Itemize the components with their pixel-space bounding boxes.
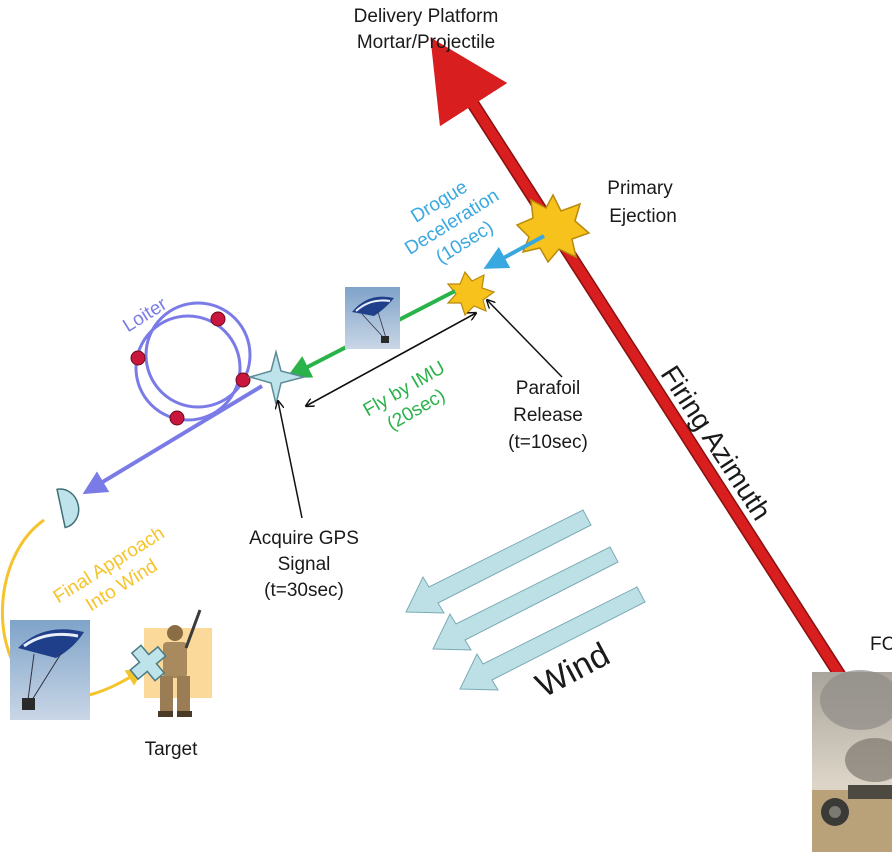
parafoil-photo (345, 287, 400, 349)
gps-label-line1: Acquire GPS (249, 528, 359, 549)
approach-arrow (82, 384, 264, 495)
parafoil-callout-line (487, 300, 563, 378)
loiter-pattern (130, 301, 252, 426)
platform-label-line1: Delivery Platform (354, 6, 499, 27)
explosion-icon (515, 193, 591, 264)
four-point-star-icon (247, 349, 307, 405)
waypoint-dot (210, 311, 226, 327)
parafoil-photo (10, 620, 90, 720)
gps-label-line2: Signal (278, 554, 331, 575)
gps-callout-line (278, 401, 303, 519)
edge-label: FC (870, 634, 892, 655)
wind-arrows (405, 509, 646, 691)
drogue-arrow (483, 234, 545, 269)
gps-label-line3: (t=30sec) (264, 580, 344, 601)
loiter-label: Loiter (119, 293, 171, 336)
parafoil-release-label-line2: Release (513, 405, 583, 426)
waypoint-dot (169, 410, 185, 426)
firing-azimuth-line (430, 37, 851, 687)
parafoil-release-label-line3: (t=10sec) (508, 432, 588, 453)
platform-label-line2: Mortar/Projectile (357, 32, 495, 53)
fly-by-imu-callout-line (306, 312, 477, 406)
half-dome-parachute-icon (56, 488, 80, 529)
explosion-icon (446, 270, 496, 317)
waypoint-dot (130, 350, 146, 366)
waypoint-dot (235, 372, 251, 388)
target-label: Target (145, 739, 199, 760)
primary-ejection-label-line1: Primary (607, 178, 673, 199)
firing-azimuth-label: Firing Azimuth (655, 360, 778, 526)
primary-ejection-label-line2: Ejection (609, 206, 677, 227)
parafoil-release-label-line1: Parafoil (516, 378, 580, 399)
cross-marker-icon (129, 644, 167, 682)
soldier-icon (144, 609, 212, 717)
howitzer-photo (812, 670, 892, 852)
